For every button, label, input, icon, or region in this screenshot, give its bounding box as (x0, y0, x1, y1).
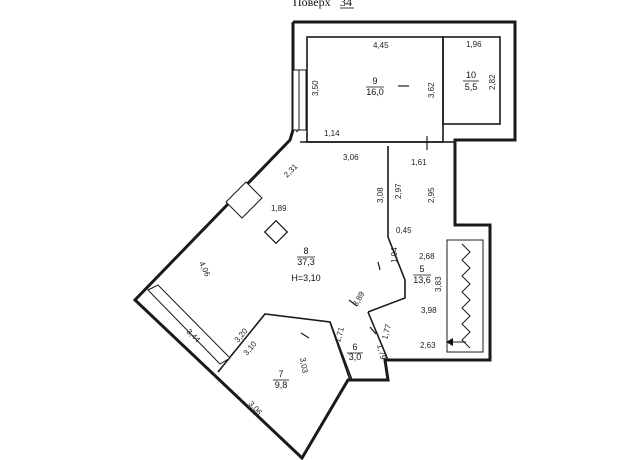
dim-297: 2,97 (394, 183, 403, 199)
dim-383: 3,83 (434, 276, 443, 292)
room-7-area: 9,8 (275, 380, 288, 390)
dim-171: 1,71 (333, 326, 346, 344)
wall-8-5 (367, 146, 406, 313)
dim-282: 2,82 (488, 74, 497, 90)
dim-177: 1,77 (380, 323, 393, 341)
dim-104: 1,04 (390, 247, 399, 263)
room-8-number: 8 (303, 246, 308, 256)
door-tick-4 (348, 299, 358, 307)
dim-189: 1,89 (271, 204, 287, 213)
room-6-number: 6 (352, 342, 357, 352)
dim-308: 3,08 (376, 187, 385, 203)
wall-room-6-right (367, 311, 389, 361)
floor-title-number: 34 (340, 0, 352, 9)
dim-310: 3,10 (242, 339, 259, 357)
door-tick-5 (300, 332, 310, 339)
dim-295: 2,95 (427, 187, 436, 203)
dim-179: 1,79 (375, 343, 388, 361)
dim-406: 4,06 (197, 260, 212, 278)
window-lower (147, 284, 231, 365)
stair-arrow-head (446, 338, 453, 346)
door-tick-6 (369, 326, 377, 335)
room-5-number: 5 (419, 264, 424, 274)
dim-161: 1,61 (411, 158, 427, 167)
floor-title-word: Поверх (293, 0, 331, 9)
dim-389: 3,89 (351, 290, 367, 308)
room-8-area: 37,3 (297, 257, 315, 267)
window-diagonal (225, 181, 263, 219)
room-9-number: 9 (372, 76, 377, 86)
dim-303: 3,03 (298, 357, 310, 374)
room-10-area: 5,5 (465, 82, 478, 92)
dim-445: 4,45 (373, 41, 389, 50)
dim-306: 3,06 (343, 153, 359, 162)
dim-398: 3,98 (421, 306, 437, 315)
dim-196: 1,96 (466, 40, 482, 49)
dim-362: 3,62 (427, 82, 436, 98)
dim-114: 1,14 (324, 129, 340, 138)
room-6-area: 3,0 (349, 352, 362, 362)
dim-263: 2,63 (420, 341, 436, 350)
dim-231: 2,31 (282, 162, 300, 180)
room-10-walls (442, 36, 501, 125)
wall-room-7 (217, 313, 351, 381)
column-marker (263, 219, 289, 245)
dim-268: 2,68 (419, 252, 435, 261)
room-10-number: 10 (466, 70, 476, 80)
room-7-number: 7 (278, 369, 283, 379)
dim-350: 3,50 (311, 80, 320, 96)
dim-045: 0,45 (396, 226, 412, 235)
stair-steps (461, 243, 471, 349)
room-5-area: 13,6 (413, 275, 431, 285)
room-9-area: 16,0 (366, 87, 384, 97)
stair-outline (446, 239, 484, 353)
room-8-height: H=3,10 (291, 273, 320, 283)
door-tick-3 (377, 261, 381, 271)
